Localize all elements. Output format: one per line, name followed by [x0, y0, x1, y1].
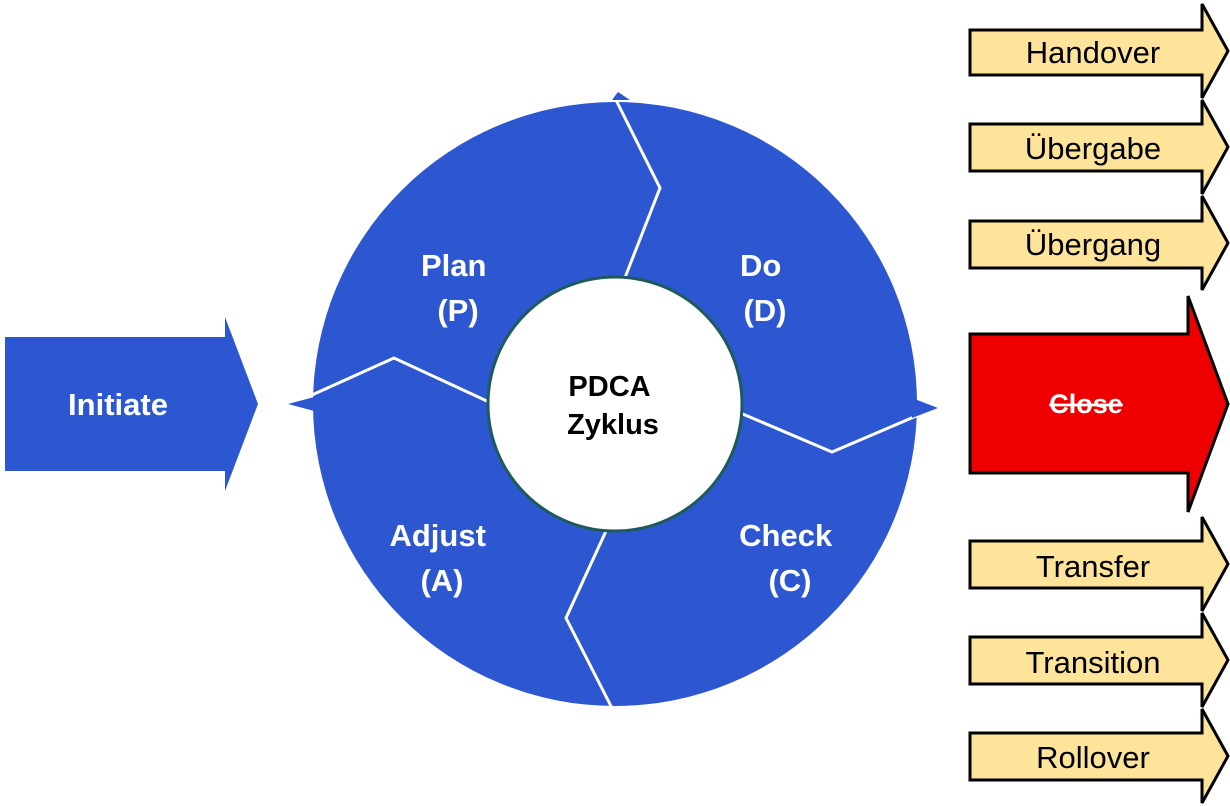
separator-left: [291, 356, 503, 410]
uebergang-label: Übergang: [1025, 227, 1161, 262]
center-circle: [486, 275, 744, 533]
check-label: Check (C): [739, 518, 841, 598]
handover-label: Handover: [1026, 35, 1160, 70]
initiate-label: Initiate: [68, 387, 168, 422]
center-label: PDCA Zyklus: [567, 371, 659, 441]
close-arrow: [968, 295, 1230, 513]
separator-top: [613, 97, 662, 299]
transition-label: Transition: [1026, 645, 1161, 680]
separator-bottom: [564, 517, 616, 713]
do-label: Do (D): [740, 248, 790, 328]
separator-right: [723, 404, 936, 454]
pdca-ring: [288, 92, 938, 713]
tip-left: [288, 396, 318, 412]
rollover-arrow: [968, 708, 1230, 804]
uebergabe-arrow: [968, 99, 1230, 195]
transfer-label: Transfer: [1036, 549, 1150, 584]
plan-label: Plan (P): [421, 248, 495, 328]
tip-top: [612, 92, 630, 100]
uebergang-arrow: [968, 195, 1230, 291]
tip-right: [912, 398, 938, 418]
outcome-arrows: Handover Übergabe Übergang Close Transfe…: [968, 3, 1230, 804]
transition-arrow: [968, 612, 1230, 708]
close-label: Close: [1049, 389, 1123, 419]
adjust-label: Adjust (A): [389, 518, 494, 598]
transfer-arrow: [968, 516, 1230, 612]
uebergabe-label: Übergabe: [1025, 131, 1161, 166]
rollover-label: Rollover: [1036, 740, 1150, 775]
handover-arrow: [968, 3, 1230, 99]
initiate-arrow: [5, 317, 258, 491]
